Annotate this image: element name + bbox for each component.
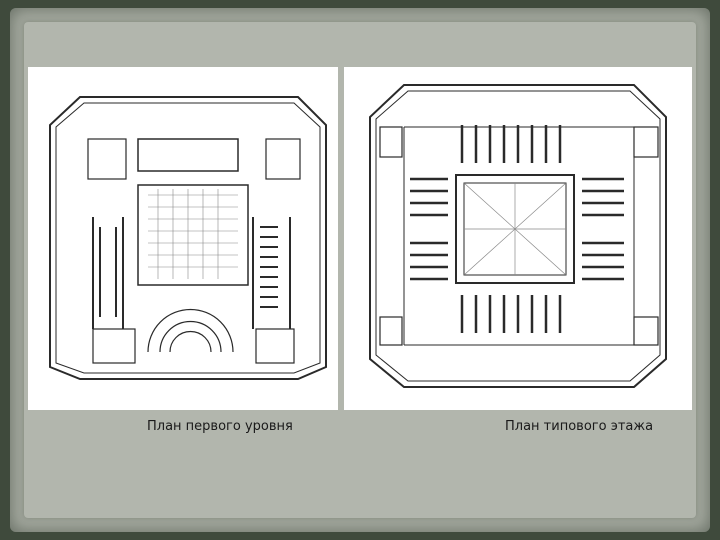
typical-floor-plan-caption: План типового этажа bbox=[505, 419, 654, 434]
first-level-plan-drawing bbox=[49, 96, 327, 380]
typical-floor-plan-image bbox=[344, 67, 692, 410]
typical-floor-plan-drawing bbox=[369, 84, 667, 388]
first-level-plan-caption: План первого уровня bbox=[147, 419, 293, 434]
first-level-plan-image bbox=[28, 67, 338, 410]
